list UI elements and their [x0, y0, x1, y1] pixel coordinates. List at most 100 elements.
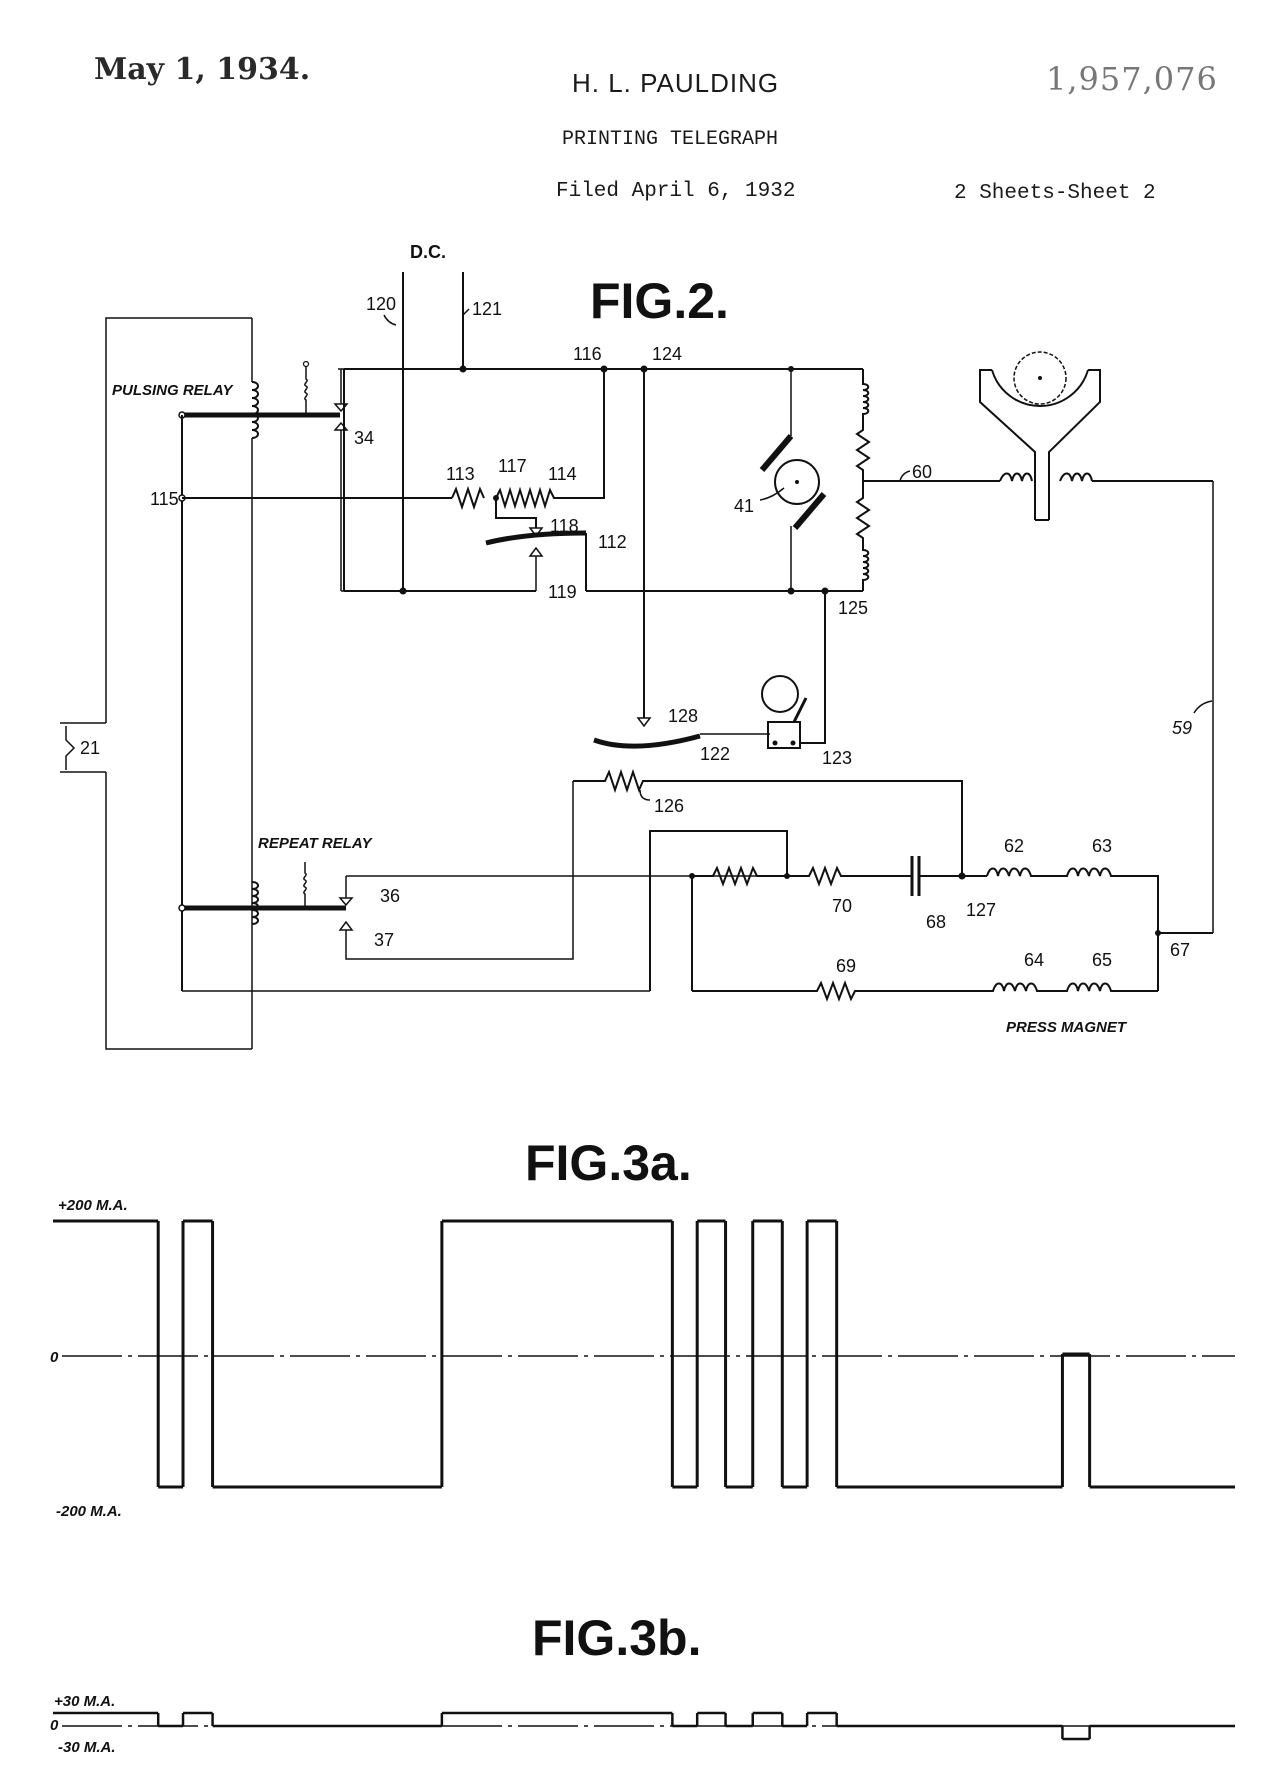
ref-37: 37 — [374, 930, 394, 950]
ref-123: 123 — [822, 748, 852, 768]
ref-127: 127 — [966, 900, 996, 920]
contact-34-lower — [333, 421, 349, 592]
brush-upper — [759, 434, 794, 472]
ref-118: 118 — [550, 516, 579, 536]
repeat-relay-spring — [303, 862, 307, 906]
fig3b-title: FIG.3b. — [532, 1610, 701, 1666]
contact-spring-122 — [593, 733, 701, 749]
ref-59: 59 — [1172, 718, 1192, 738]
ref-120: 120 — [366, 294, 396, 314]
ref-36: 36 — [380, 886, 400, 906]
contact-128 — [636, 717, 652, 728]
node-120 — [399, 587, 407, 595]
ref-115: 115 — [150, 489, 179, 509]
node-41-top — [788, 366, 794, 372]
ref-114: 114 — [548, 464, 577, 484]
fig3b-chart: FIG.3b. +30 M.A. 0 -30 M.A. — [50, 1610, 1235, 1756]
fig3a-chart: FIG.3a. +200 M.A. 0 -200 M.A. — [50, 1135, 1235, 1520]
node-125 — [821, 587, 829, 595]
magnet-yoke — [979, 369, 1101, 521]
outer-loop-line — [105, 317, 252, 1050]
field-winding-column — [855, 369, 871, 591]
contact-37 — [338, 781, 574, 960]
ref-113: 113 — [446, 464, 475, 484]
ref-125: 125 — [838, 598, 868, 618]
resistor-113 — [451, 485, 485, 511]
bell-terminal-a — [772, 740, 778, 746]
contact-spring-112 — [485, 530, 587, 546]
fig3a-title: FIG.3a. — [525, 1135, 692, 1191]
sheet-indicator: 2 Sheets-Sheet 2 — [954, 182, 1156, 205]
fig3a-ytick-zero: 0 — [50, 1349, 59, 1366]
ref-121: 121 — [472, 299, 502, 319]
spring-anchor — [302, 360, 310, 368]
bridge-box — [649, 830, 788, 991]
fig2-title: FIG.2. — [590, 273, 729, 329]
leader-59 — [1193, 700, 1213, 714]
filing-date: Filed April 6, 1932 — [556, 180, 796, 203]
ref-128: 128 — [668, 706, 698, 726]
coils-62-63 — [986, 867, 1159, 991]
repeat-relay-coil — [251, 881, 259, 925]
fig3a-ytick-top: +200 M.A. — [58, 1197, 128, 1214]
fig3a-ytick-bottom: -200 M.A. — [56, 1503, 122, 1520]
contact-118 — [528, 527, 544, 538]
patent-title: PRINTING TELEGRAPH — [562, 128, 779, 151]
star-wheel — [1013, 351, 1067, 405]
ref-34: 34 — [354, 428, 374, 448]
fig3b-ytick-top: +30 M.A. — [54, 1693, 115, 1710]
yoke-arc — [991, 369, 1089, 407]
bell-lead-125 — [800, 591, 826, 744]
leader-126 — [639, 789, 651, 801]
repeat-relay-label: REPEAT RELAY — [258, 835, 374, 852]
ref-67: 67 — [1170, 940, 1190, 960]
ref-70: 70 — [832, 896, 852, 916]
commutator-41 — [774, 459, 820, 505]
contact-36 — [338, 875, 784, 907]
ref-41: 41 — [734, 496, 754, 516]
node-121 — [459, 365, 467, 373]
node-41-bottom — [787, 587, 795, 595]
resistor-126-line — [573, 768, 963, 876]
leader-121 — [462, 308, 470, 316]
resistor-114 — [495, 369, 605, 510]
press-magnet-branch — [692, 980, 1158, 1002]
bell-hammer — [792, 697, 808, 723]
pulsing-relay-label: PULSING RELAY — [112, 382, 235, 399]
brush-lower — [792, 492, 827, 530]
ref-21: 21 — [80, 738, 100, 758]
node-127 — [958, 872, 966, 880]
resistor-70 — [787, 865, 912, 887]
pulsing-relay-coil — [251, 381, 259, 439]
contact-34-upper — [333, 368, 349, 413]
node-116 — [600, 365, 608, 373]
ref-126: 126 — [654, 796, 684, 816]
line-21-ends — [60, 722, 106, 773]
ref-63: 63 — [1092, 836, 1112, 856]
issue-date: May 1, 1934. — [94, 52, 311, 87]
ref-60: 60 — [912, 462, 932, 482]
bell-base — [767, 721, 801, 749]
ref-64: 64 — [1024, 950, 1044, 970]
bell-terminal-b — [790, 740, 796, 746]
resistor-series — [692, 865, 787, 887]
ref-112: 112 — [598, 532, 627, 552]
press-magnet-label: PRESS MAGNET — [1006, 1019, 1128, 1036]
dc-supply-label: D.C. — [410, 242, 446, 262]
ref-122: 122 — [700, 744, 730, 764]
node-124 — [640, 365, 648, 373]
ref-119: 119 — [548, 582, 577, 602]
selector-magnet-coils — [999, 472, 1093, 482]
ref-69: 69 — [836, 956, 856, 976]
ref-68: 68 — [926, 912, 946, 932]
bracket-21 — [65, 726, 76, 770]
lead-118 — [495, 498, 537, 528]
ref-65: 65 — [1092, 950, 1112, 970]
patent-number: 1,957,076 — [1046, 60, 1218, 98]
leader-120 — [383, 314, 397, 326]
leader-60 — [899, 470, 911, 482]
pulsing-relay-spring — [304, 366, 308, 413]
fig3b-ytick-zero: 0 — [50, 1717, 59, 1734]
star-wheel-hub — [1038, 376, 1042, 380]
